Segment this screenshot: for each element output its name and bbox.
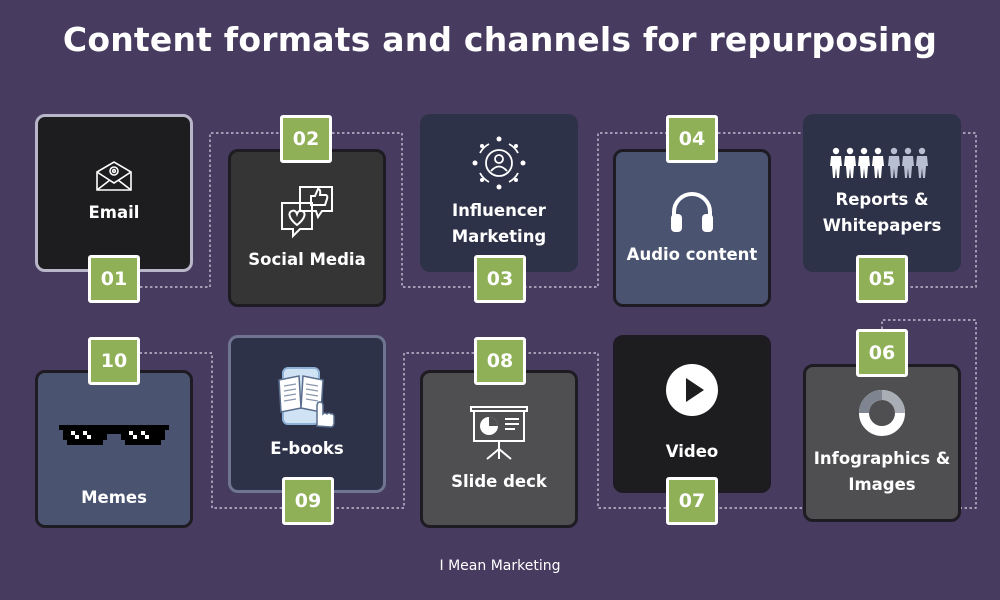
chat-bubbles-icon [278, 183, 336, 239]
card-social-media[interactable]: Social Media [228, 149, 386, 307]
play-icon [665, 363, 719, 417]
card-label: Reports & Whitepapers [822, 190, 942, 235]
pixel-sunglasses-icon [59, 425, 169, 445]
badge-02: 02 [280, 115, 332, 163]
badge-08: 08 [474, 337, 526, 385]
card-slide-deck[interactable]: Slide deck [420, 370, 578, 528]
presentation-board-icon [469, 403, 529, 461]
card-label: Slide deck [451, 472, 547, 491]
card-label: E-books [270, 439, 344, 458]
card-video[interactable]: Video [613, 335, 771, 493]
badge-05: 05 [856, 255, 908, 303]
card-label: Infographics & Images [813, 449, 951, 494]
people-row-icon [830, 147, 934, 179]
ebook-tablet-icon [277, 366, 337, 428]
card-label: Memes [81, 488, 147, 507]
page-title: Content formats and channels for repurpo… [62, 20, 938, 59]
influencer-icon [472, 136, 526, 190]
envelope-icon [94, 160, 134, 192]
card-audio-content[interactable]: Audio content [613, 149, 771, 307]
badge-03: 03 [474, 255, 526, 303]
card-label: Influencer Marketing [451, 201, 547, 246]
donut-chart-icon [857, 388, 907, 438]
card-reports-whitepapers[interactable]: Reports & Whitepapers [803, 114, 961, 272]
headphones-icon [667, 188, 717, 234]
card-label: Audio content [626, 245, 758, 264]
card-e-books[interactable]: E-books [228, 335, 386, 493]
badge-04: 04 [666, 115, 718, 163]
card-influencer-marketing[interactable]: Influencer Marketing [420, 114, 578, 272]
badge-10: 10 [88, 337, 140, 385]
badge-07: 07 [666, 477, 718, 525]
card-label: Email [88, 203, 140, 222]
badge-06: 06 [856, 329, 908, 377]
card-label: Social Media [248, 250, 366, 269]
footer-credit: I Mean Marketing [439, 558, 561, 574]
badge-09: 09 [282, 477, 334, 525]
card-infographics-images[interactable]: Infographics & Images [803, 364, 961, 522]
card-memes[interactable]: Memes [35, 370, 193, 528]
card-email[interactable]: Email [35, 114, 193, 272]
card-label: Video [665, 442, 719, 461]
badge-01: 01 [88, 255, 140, 303]
